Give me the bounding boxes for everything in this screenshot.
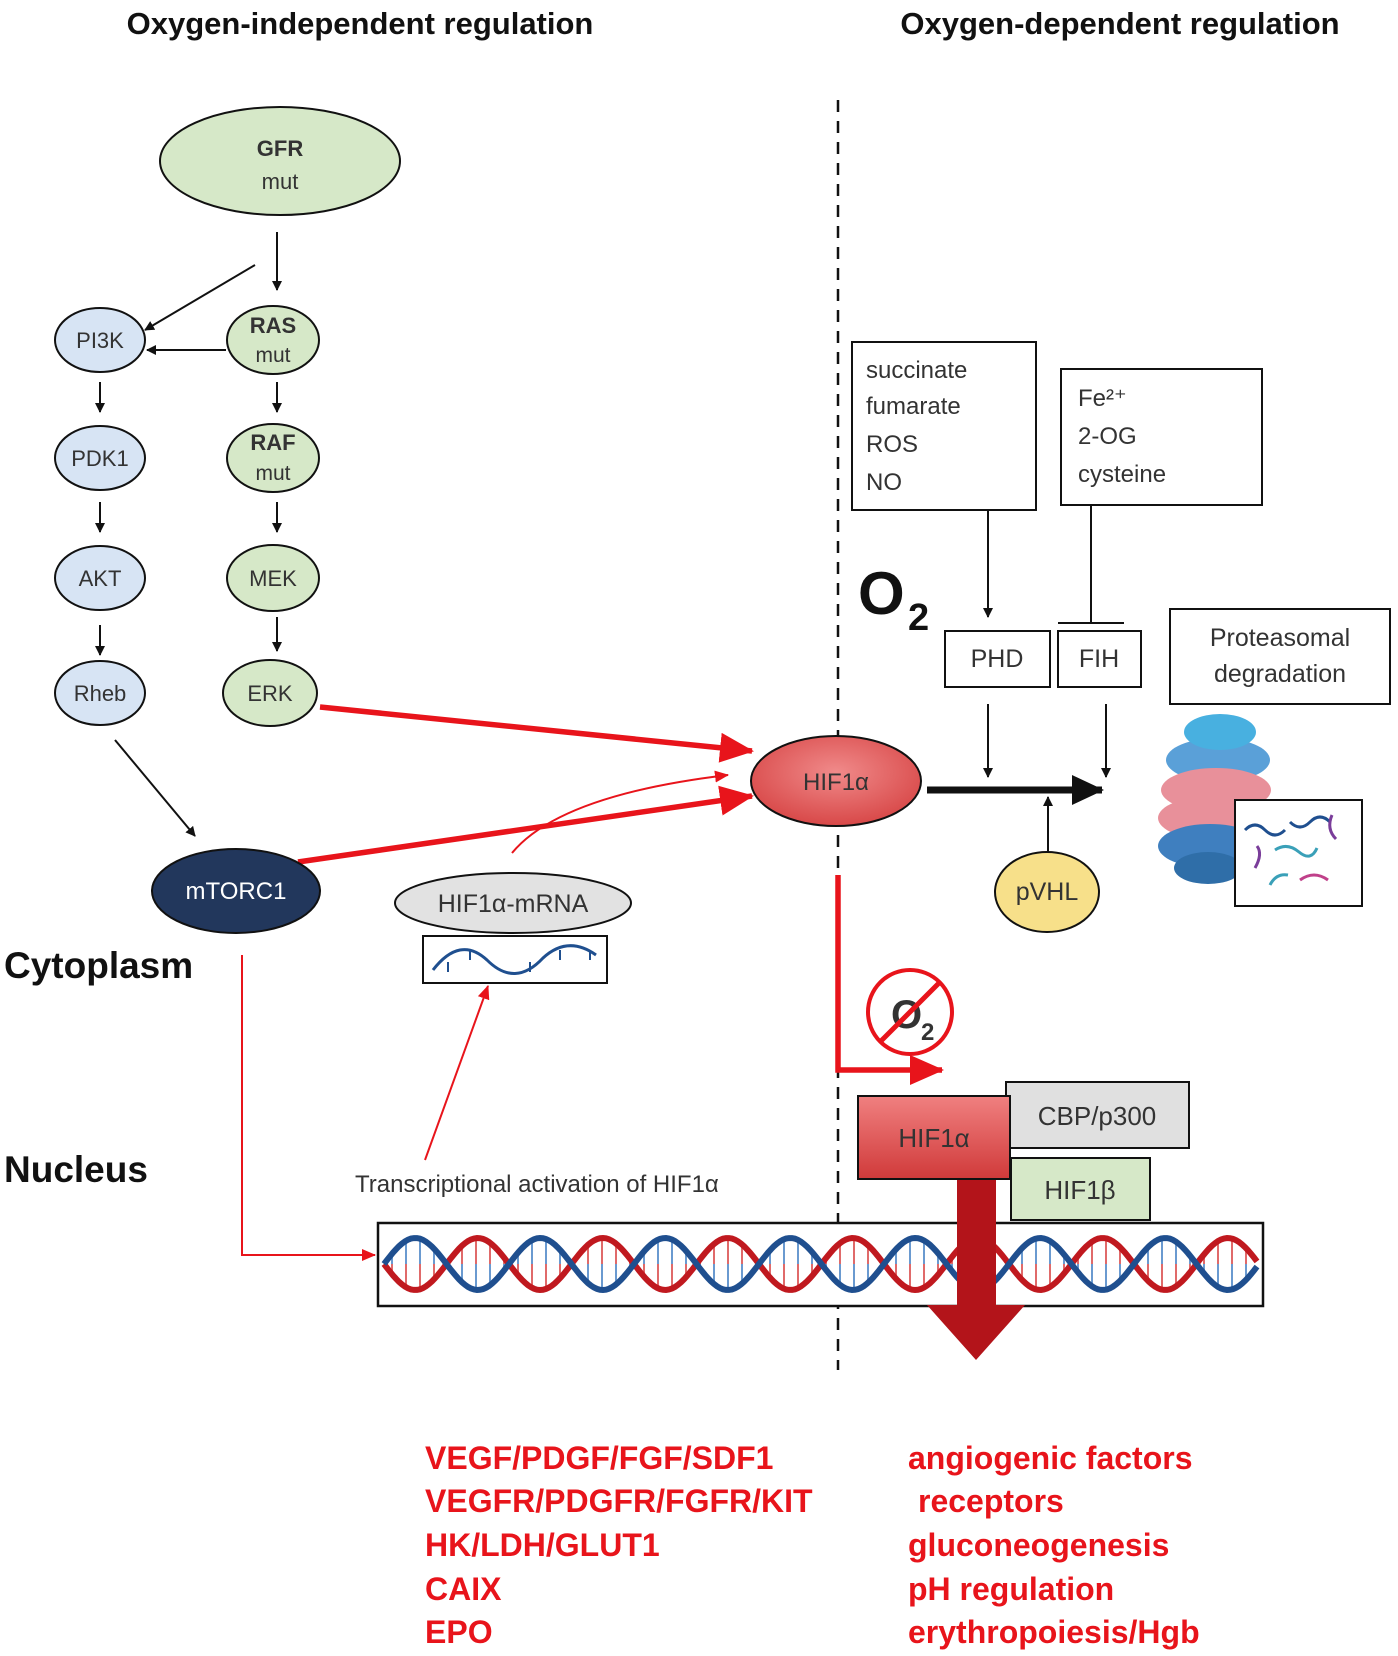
svg-text:RAF: RAF [250,430,295,455]
no-oxygen-icon: O 2 [866,968,954,1056]
node-raf[interactable]: RAF mut [226,423,320,493]
fih-cofactors-box: Fe²⁺ 2-OG cysteine [1060,368,1263,506]
node-mtorc1[interactable]: mTORC1 [151,848,321,934]
function-line-3: gluconeogenesis [908,1527,1169,1563]
svg-text:NO: NO [866,469,902,496]
svg-text:FIH: FIH [1079,645,1119,673]
nucleus-label: Nucleus [4,1149,148,1190]
svg-text:2: 2 [921,1019,934,1046]
svg-text:cysteine: cysteine [1078,461,1166,488]
svg-text:PI3K: PI3K [76,328,124,353]
svg-text:degradation: degradation [1214,660,1346,688]
node-mek[interactable]: MEK [226,544,320,612]
svg-text:PHD: PHD [971,645,1024,673]
node-pvhl[interactable]: pVHL [994,851,1100,933]
svg-text:GFR: GFR [257,136,304,161]
target-functions-list: angiogenic factors receptors gluconeogen… [908,1440,1200,1650]
svg-text:mTORC1: mTORC1 [186,878,287,905]
red-arrows [241,704,944,1261]
function-line-2: receptors [918,1483,1064,1519]
node-hif1a-nuclear[interactable]: HIF1α [857,1095,1011,1180]
svg-text:HIF1β: HIF1β [1044,1175,1115,1205]
svg-text:mut: mut [255,462,290,485]
svg-text:mut: mut [262,169,299,194]
svg-text:AKT: AKT [79,566,122,591]
o2-label: O 2 [858,560,929,639]
node-gfr[interactable]: GFR mut [159,106,401,216]
degraded-peptides-box [1234,799,1363,907]
svg-text:O: O [858,560,905,627]
node-fih[interactable]: FIH [1057,630,1142,688]
gene-line-2: VEGFR/PDGFR/FGFR/KIT [425,1483,813,1519]
node-phd[interactable]: PHD [944,630,1051,688]
header-oxygen-dependent: Oxygen-dependent regulation [900,6,1339,41]
svg-text:Fe²⁺: Fe²⁺ [1078,385,1127,412]
svg-text:ERK: ERK [247,681,293,706]
node-erk[interactable]: ERK [222,659,318,727]
svg-text:2: 2 [908,597,929,639]
node-pi3k[interactable]: PI3K [54,307,146,373]
gene-line-4: CAIX [425,1571,502,1607]
svg-text:Proteasomal: Proteasomal [1210,624,1350,652]
function-line-5: erythropoiesis/Hgb [908,1614,1200,1650]
svg-text:HIF1α: HIF1α [803,769,869,796]
svg-text:MEK: MEK [249,566,297,591]
svg-text:Rheb: Rheb [74,681,127,706]
transcription-output-arrow [927,1160,1025,1360]
mrna-strand-box [422,935,608,984]
svg-text:HIF1α: HIF1α [898,1123,969,1153]
black-arrows [95,232,1124,870]
svg-text:PDK1: PDK1 [71,446,128,471]
svg-text:mut: mut [255,344,290,367]
proteasome-icon [1158,714,1271,884]
svg-text:succinate: succinate [866,357,967,384]
gene-line-3: HK/LDH/GLUT1 [425,1527,660,1563]
transcription-label: Transcriptional activation of HIF1α [355,1171,719,1198]
function-line-1: angiogenic factors [908,1440,1193,1476]
node-pdk1[interactable]: PDK1 [54,425,146,491]
function-line-4: pH regulation [908,1571,1114,1607]
node-hif1a[interactable]: HIF1α [750,735,922,827]
svg-text:pVHL: pVHL [1016,878,1079,906]
target-genes-list: VEGF/PDGF/FGF/SDF1 VEGFR/PDGFR/FGFR/KIT … [425,1440,813,1650]
header-oxygen-independent: Oxygen-independent regulation [127,6,594,41]
node-rheb[interactable]: Rheb [54,660,146,726]
node-hif1b[interactable]: HIF1β [1010,1157,1151,1221]
phd-modulators-box: succinate fumarate ROS NO [851,341,1037,511]
svg-text:ROS: ROS [866,431,918,458]
node-cbp-p300[interactable]: CBP/p300 [1005,1081,1190,1149]
svg-text:RAS: RAS [250,313,296,338]
gene-line-1: VEGF/PDGF/FGF/SDF1 [425,1440,773,1476]
dna-box [376,1221,1265,1308]
svg-text:fumarate: fumarate [866,393,961,420]
cytoplasm-label: Cytoplasm [4,945,193,986]
proteasomal-degradation-box: Proteasomal degradation [1169,608,1391,705]
node-akt[interactable]: AKT [54,545,146,611]
node-hif1a-mrna[interactable]: HIF1α-mRNA [394,872,632,934]
svg-text:2-OG: 2-OG [1078,423,1137,450]
svg-text:CBP/p300: CBP/p300 [1038,1101,1157,1131]
svg-text:HIF1α-mRNA: HIF1α-mRNA [438,890,589,918]
gene-line-5: EPO [425,1614,493,1650]
node-ras[interactable]: RAS mut [226,305,320,375]
